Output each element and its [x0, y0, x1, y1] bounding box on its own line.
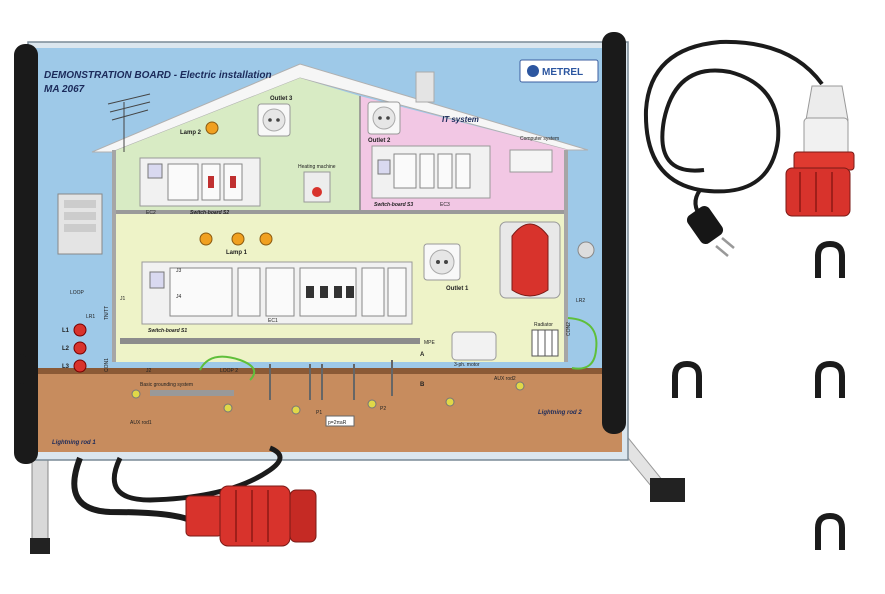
three-phase-motor: 3-ph. motor	[451, 331, 497, 368]
svg-text:Outlet 3: Outlet 3	[270, 96, 293, 102]
lamp-1: Lamp 1	[199, 232, 273, 256]
grounding-system: Basic grounding system AUX rod1 AUX rod2…	[52, 352, 582, 446]
jumper-clip-2[interactable]	[672, 360, 702, 398]
svg-text:LR1: LR1	[86, 314, 95, 320]
board-power-cable	[71, 445, 283, 523]
svg-text:P2: P2	[380, 406, 386, 412]
jumper-clip-4[interactable]	[815, 512, 845, 550]
outlet-3[interactable]: Outlet 3	[257, 96, 293, 137]
svg-text:p=2πaR: p=2πaR	[328, 420, 347, 426]
svg-text:METREL: METREL	[542, 67, 583, 78]
metrel-logo: METREL	[519, 59, 599, 83]
red-cee-connector[interactable]	[785, 85, 855, 217]
svg-text:J4: J4	[176, 294, 182, 300]
svg-text:Heating machine: Heating machine	[298, 164, 336, 170]
svg-text:B: B	[420, 382, 425, 388]
mpe-label: MPE	[424, 340, 436, 346]
svg-text:J3: J3	[176, 268, 182, 274]
svg-text:Lightning rod 1: Lightning rod 1	[52, 440, 96, 446]
svg-text:Lamp 2: Lamp 2	[180, 130, 202, 136]
svg-text:Lamp 1: Lamp 1	[226, 250, 248, 256]
svg-text:Switch-board S3: Switch-board S3	[374, 202, 413, 208]
svg-text:EC1: EC1	[268, 318, 278, 324]
schuko-plug[interactable]	[685, 204, 735, 257]
phase-lights: L1 L2 L3 LR1 LOOP	[62, 290, 95, 373]
left-frame-post	[14, 44, 38, 464]
lr2-label: LR2	[576, 298, 585, 304]
jumper-clip-3[interactable]	[815, 360, 845, 398]
svg-text:Switch-board S1: Switch-board S1	[148, 328, 187, 334]
loop2-label: LOOP 2	[220, 368, 238, 374]
red-cee-plug-board[interactable]	[185, 485, 317, 547]
it-system-label: IT system	[442, 115, 479, 124]
computer-icon	[509, 149, 553, 173]
svg-text:Lightning rod 2: Lightning rod 2	[538, 410, 582, 416]
antenna-icon	[107, 93, 151, 152]
con2-label: CON2	[566, 322, 572, 336]
mpe-bar	[120, 338, 420, 344]
svg-text:EC2: EC2	[146, 210, 156, 216]
svg-text:3-ph. motor: 3-ph. motor	[454, 362, 480, 368]
jumper-clip-1[interactable]	[815, 240, 845, 278]
con1-label: CON1	[104, 358, 110, 372]
svg-text:P1: P1	[316, 410, 322, 416]
svg-text:Radiator: Radiator	[534, 322, 553, 328]
svg-text:Switch-board S2: Switch-board S2	[190, 210, 229, 216]
meter-box	[57, 193, 103, 255]
board-title: DEMONSTRATION BOARD - Electric installat…	[44, 70, 272, 81]
svg-text:L1: L1	[62, 328, 70, 334]
right-frame-post	[602, 32, 626, 434]
svg-text:AUX rod1: AUX rod1	[130, 420, 152, 426]
svg-text:Outlet 2: Outlet 2	[368, 138, 391, 144]
tn-tt-label: TN/TT	[104, 306, 110, 320]
demonstration-board: MPE DEMONSTRATION BOARD - Electric insta…	[27, 41, 629, 461]
loop-cable-green	[199, 355, 256, 381]
switchboard-s1: Switch-board S1 EC1 J3 J4	[141, 261, 413, 334]
j2-label: J2	[146, 368, 152, 374]
switchboard-s2: Switch-board S2 EC2	[139, 157, 261, 216]
svg-text:L3: L3	[62, 364, 70, 370]
svg-text:EC3: EC3	[440, 202, 450, 208]
svg-text:Outlet 1: Outlet 1	[446, 286, 469, 292]
ground-layer	[34, 372, 622, 452]
outlet-1[interactable]: Outlet 1	[423, 243, 469, 292]
svg-text:A: A	[420, 352, 425, 358]
switchboard-s3: Switch-board S3 EC3	[371, 145, 491, 208]
radiator: Radiator	[531, 322, 559, 357]
heating-machine: Heating machine	[298, 164, 336, 203]
computer-system-label: Computer system	[520, 136, 559, 142]
svg-text:Basic grounding system: Basic grounding system	[140, 382, 193, 388]
outlet-2[interactable]: Outlet 2	[367, 101, 401, 144]
three-phase-socket[interactable]	[499, 221, 595, 299]
svg-text:L2: L2	[62, 346, 70, 352]
svg-text:LOOP: LOOP	[70, 290, 85, 296]
svg-text:AUX rod2: AUX rod2	[494, 376, 516, 382]
lamp-2: Lamp 2	[180, 121, 219, 136]
board-model: MA 2067	[44, 84, 85, 95]
j1-label: J1	[120, 296, 126, 302]
